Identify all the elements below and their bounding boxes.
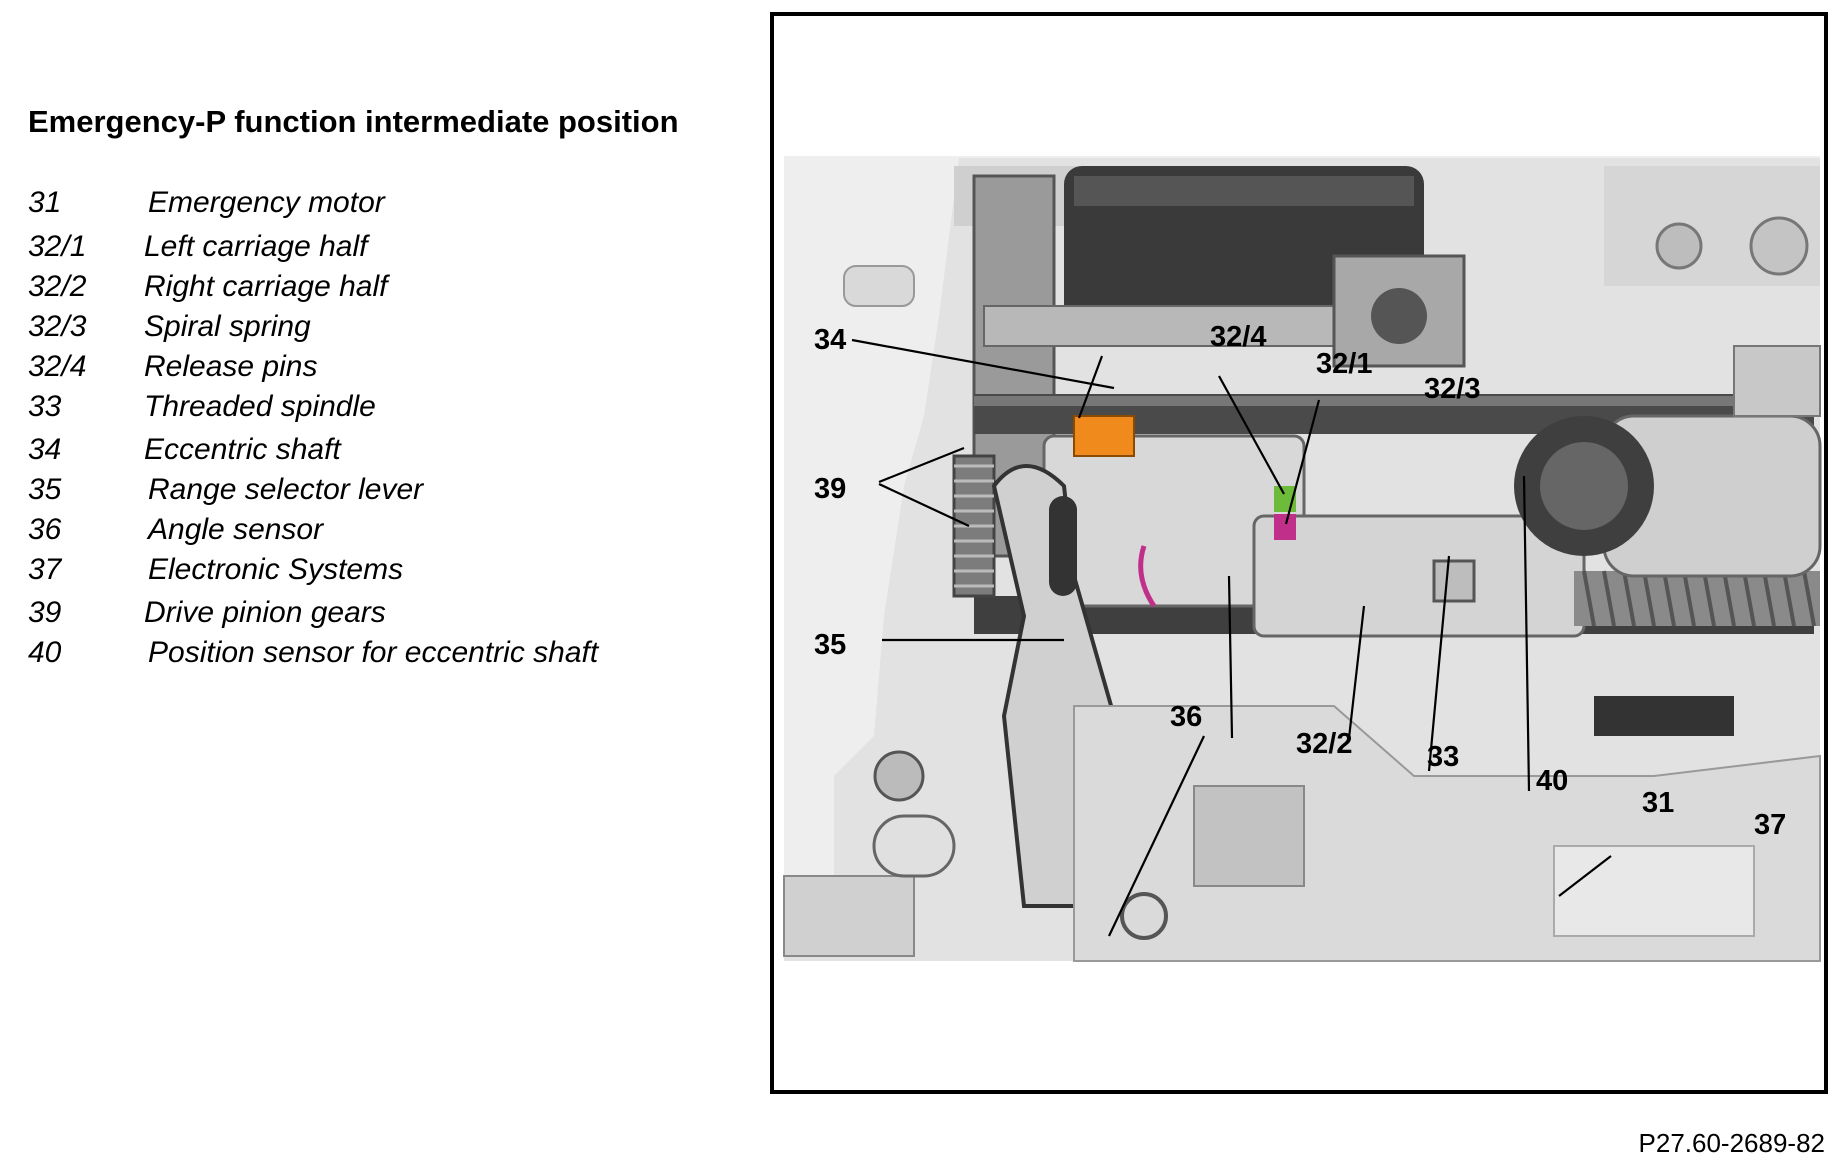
- legend-label: Emergency motor: [148, 186, 385, 219]
- illustration-frame: 34 32/4 32/1 32/3 39 35 36 32/2 33 40 31…: [770, 12, 1828, 1094]
- drive-pinion-gears: [952, 454, 996, 598]
- callout-leaders: [851, 338, 1612, 937]
- legend-label: Eccentric shaft: [144, 433, 341, 466]
- legend-number: 31: [28, 186, 62, 219]
- legend-label: Position sensor for eccentric shaft: [148, 636, 599, 669]
- transmission-module-illustration: 34 32/4 32/1 32/3 39 35 36 32/2 33 40 31…: [783, 156, 1822, 962]
- diagram-title: Emergency-P function intermediate positi…: [28, 104, 679, 139]
- callout-32-4: 32/4: [1210, 321, 1266, 353]
- callout-32-1: 32/1: [1316, 348, 1372, 380]
- legend-number: 40: [28, 636, 62, 669]
- callout-39: 39: [814, 473, 846, 505]
- legend-label: Range selector lever: [148, 473, 424, 506]
- electronic-systems-board: [1073, 696, 1821, 962]
- legend-label: Spiral spring: [144, 310, 311, 343]
- legend-label: Right carriage half: [144, 270, 388, 303]
- legend-number: 35: [28, 473, 62, 506]
- legend-number: 33: [28, 390, 62, 423]
- legend-number: 37: [28, 553, 62, 586]
- legend-label: Electronic Systems: [148, 553, 404, 586]
- callout-32-2: 32/2: [1296, 728, 1352, 760]
- legend-number: 32/3: [28, 310, 87, 343]
- legend-number: 34: [28, 433, 62, 466]
- legend-label: Left carriage half: [144, 230, 368, 263]
- callout-37: 37: [1754, 809, 1786, 841]
- callout-33: 33: [1427, 741, 1459, 773]
- callout-32-3: 32/3: [1424, 373, 1480, 405]
- callout-34: 34: [814, 324, 846, 356]
- position-sensor: [1432, 559, 1476, 603]
- callout-40: 40: [1536, 765, 1568, 797]
- threaded-spindle: [1574, 570, 1820, 627]
- legend-number: 32/1: [28, 230, 87, 263]
- legend-label: Angle sensor: [148, 513, 324, 546]
- legend-number: 39: [28, 596, 62, 629]
- callout-36: 36: [1170, 701, 1202, 733]
- callout-35: 35: [814, 629, 846, 661]
- emergency-motor-cylinder: [1514, 345, 1822, 578]
- legend-number: 32/4: [28, 350, 87, 383]
- callout-labels: 34 32/4 32/1 32/3 39 35 36 32/2 33 40 31…: [814, 321, 1786, 841]
- figure-reference-number: P27.60-2689-82: [1638, 1128, 1825, 1158]
- legend-label: Drive pinion gears: [144, 596, 386, 629]
- legend-label: Threaded spindle: [144, 390, 376, 423]
- legend-label: Release pins: [144, 350, 318, 383]
- legend-number: 32/2: [28, 270, 87, 303]
- callout-31: 31: [1642, 787, 1674, 819]
- legend-number: 36: [28, 513, 62, 546]
- housing-clip: [783, 750, 956, 957]
